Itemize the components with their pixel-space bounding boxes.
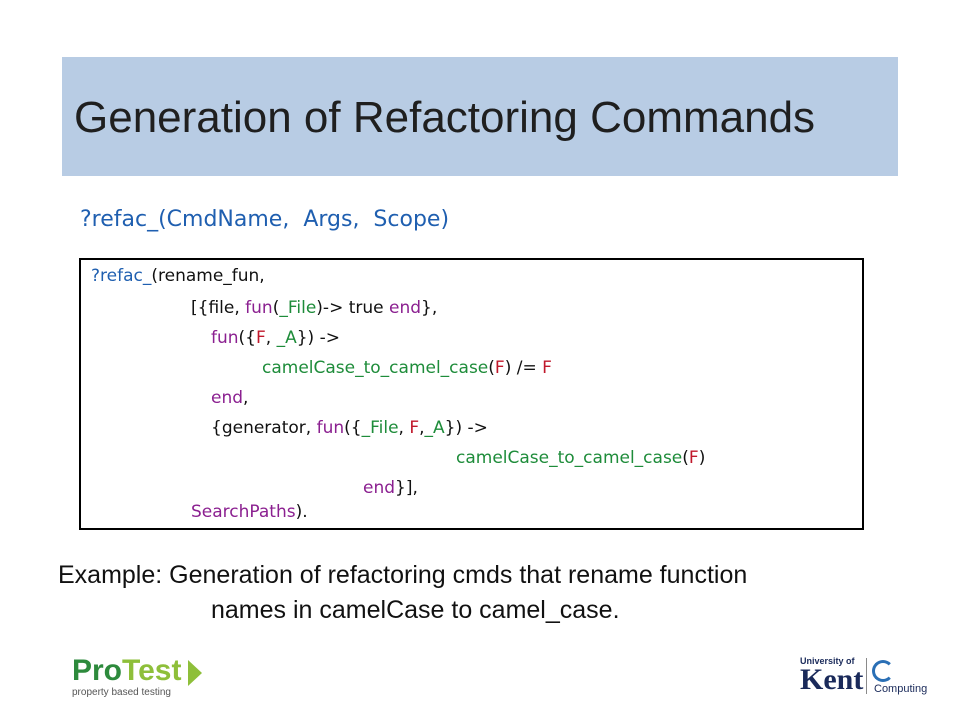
code-line-1: ?refac_(rename_fun,	[91, 266, 265, 286]
code-token: SearchPaths	[191, 502, 296, 522]
code-token: fun	[316, 418, 345, 438]
code-token: ({	[344, 418, 362, 438]
code-line-5: end,	[211, 388, 248, 408]
code-token: F	[542, 358, 552, 378]
code-token: }],	[395, 478, 418, 498]
code-token: end	[211, 388, 244, 408]
protest-wordmark: ProTest	[72, 654, 182, 687]
code-token: (	[488, 358, 495, 378]
kent-name: Kent	[800, 663, 864, 696]
arrow-icon	[188, 660, 202, 686]
caption-line-1: Example: Generation of refactoring cmds …	[58, 561, 748, 589]
kent-dept-label: Computing	[874, 683, 928, 695]
code-line-8: end}],	[363, 478, 418, 498]
code-token: _A	[276, 328, 297, 348]
code-token: [{file,	[191, 298, 246, 318]
code-token: ,	[398, 418, 410, 438]
code-token: ,	[265, 328, 277, 348]
protest-logo: ProTest property based testing	[72, 656, 202, 698]
code-line-2: [{file, fun(_File)-> true end},	[191, 298, 437, 318]
code-token: ({	[238, 328, 256, 348]
code-token: ?refac_	[91, 266, 152, 286]
code-token: ).	[295, 502, 308, 522]
code-line-9: SearchPaths).	[191, 502, 308, 522]
kent-university-label: University of	[800, 656, 855, 666]
code-token: _File	[279, 298, 317, 318]
computing-c-icon	[872, 660, 894, 682]
kent-logo: University of Kent Computing	[800, 656, 930, 698]
code-token: },	[421, 298, 438, 318]
protest-tagline: property based testing	[72, 687, 171, 698]
code-line-3: fun({F, _A}) ->	[211, 328, 340, 348]
code-token: F	[409, 418, 420, 438]
code-token: _File	[361, 418, 399, 438]
code-token: F	[688, 448, 699, 468]
caption-line-2: names in camelCase to camel_case.	[211, 596, 620, 624]
code-token: camelCase_to_camel_case	[456, 448, 683, 468]
logo-divider	[866, 658, 867, 694]
code-token: end	[363, 478, 396, 498]
code-token: end	[389, 298, 422, 318]
code-token: fun	[211, 328, 239, 348]
code-token: (rename_fun,	[151, 266, 265, 286]
code-token: }) ->	[444, 418, 488, 438]
slide-title: Generation of Refactoring Commands	[74, 93, 816, 142]
code-token: {generator,	[211, 418, 317, 438]
code-token: fun	[245, 298, 273, 318]
macro-signature: ?refac_(CmdName, Args, Scope)	[80, 207, 450, 232]
code-token: ,	[419, 418, 425, 438]
code-token: ,	[243, 388, 249, 408]
code-token: (	[682, 448, 689, 468]
code-token: camelCase_to_camel_case	[262, 358, 489, 378]
title-band: Generation of Refactoring Commands	[62, 57, 898, 176]
code-token: }) ->	[296, 328, 340, 348]
code-token: _A	[424, 418, 445, 438]
code-token: F	[494, 358, 505, 378]
code-line-4: camelCase_to_camel_case(F) /= F	[262, 358, 552, 378]
code-block: ?refac_(rename_fun, [{file, fun(_File)->…	[79, 258, 864, 530]
code-token: ) /=	[504, 358, 543, 378]
code-token: )	[698, 448, 706, 468]
code-token: (	[272, 298, 280, 318]
code-token: )-> true	[316, 298, 390, 318]
code-line-7: camelCase_to_camel_case(F)	[456, 448, 705, 468]
code-token: F	[256, 328, 266, 348]
code-line-6: {generator, fun({_File, F,_A}) ->	[211, 418, 488, 438]
